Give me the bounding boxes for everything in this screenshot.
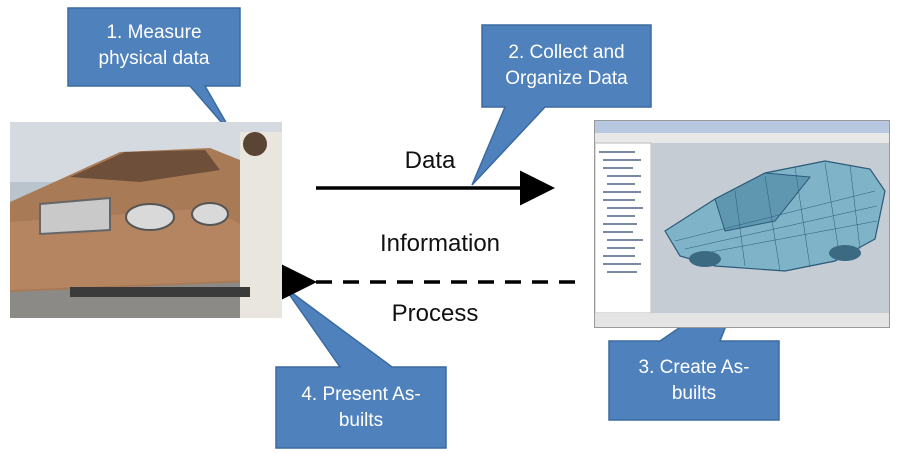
- callout-present-line2: builts: [338, 410, 384, 431]
- callout-create: 3. Create As- builts: [609, 355, 779, 407]
- callout-collect-shape: [471, 24, 652, 186]
- callout-present: 4. Present As- builts: [276, 382, 446, 434]
- callout-create-line2: builts: [671, 383, 717, 404]
- callout-measure-line1: 1. Measure: [106, 22, 202, 43]
- callout-collect-line2: Organize Data: [505, 68, 628, 89]
- process-label: Process: [391, 300, 479, 327]
- callout-measure-line2: physical data: [98, 48, 210, 69]
- callout-present-shape: [275, 286, 447, 449]
- callout-collect-line1: 2. Collect and: [508, 42, 625, 63]
- callout-measure: 1. Measure physical data: [68, 20, 240, 72]
- information-label: Information: [379, 230, 501, 257]
- data-label: Data: [404, 147, 456, 174]
- callout-present-line1: 4. Present As-: [301, 384, 421, 405]
- clay-car-model-photo: [10, 122, 282, 318]
- callout-measure-shape: [67, 7, 241, 139]
- callout-create-shape: [608, 283, 780, 421]
- callout-create-line1: 3. Create As-: [638, 357, 750, 378]
- callout-collect: 2. Collect and Organize Data: [482, 40, 651, 92]
- cad-software-screenshot: [594, 120, 890, 328]
